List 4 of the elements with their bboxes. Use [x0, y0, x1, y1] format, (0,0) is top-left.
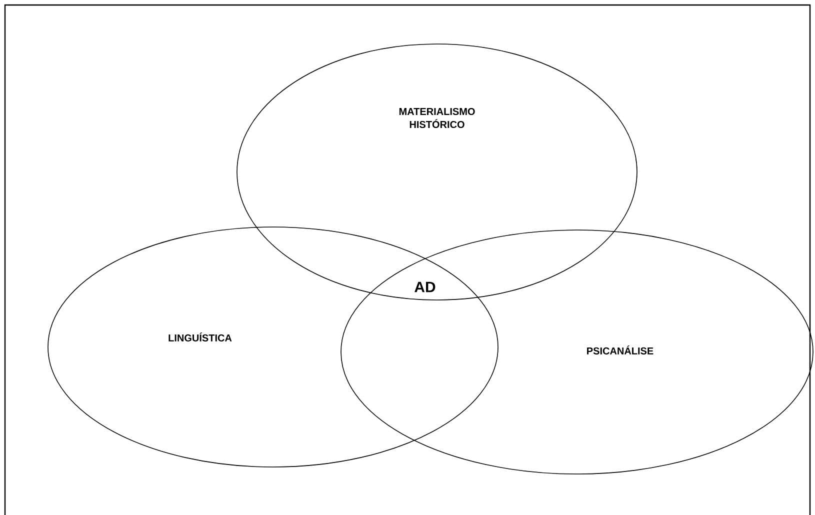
intersection-label: AD [414, 282, 436, 292]
set-label: LINGUÍSTICA [168, 332, 232, 342]
set-label: PSICANÁLISE [587, 346, 654, 354]
set-label: MATERIALISMO HISTÓRICO [399, 108, 475, 128]
